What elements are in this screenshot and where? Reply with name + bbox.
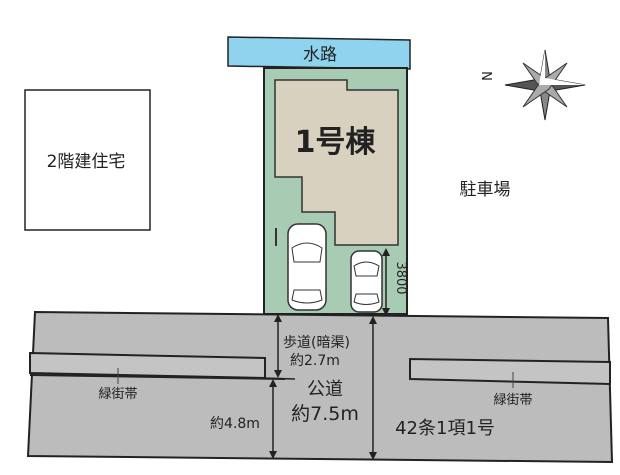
car-icon [350,250,383,313]
building-label: 1号棟 [295,125,377,160]
dimension-3800: 3800 [382,248,408,316]
green-belt-right [409,357,611,386]
road-dimension [369,316,377,460]
green-belt-left [29,351,266,380]
svg-text:3800: 3800 [393,261,408,294]
compass-north-label: N [481,71,496,81]
sidewalk-dimension [261,314,296,380]
green-belt-right-label: 緑街帯 [493,393,532,408]
road-class: 42条1項1号 [395,418,495,439]
water-channel-label: 水路 [303,45,337,65]
public-road [26,310,614,464]
water-channel [227,36,411,70]
building-1 [274,79,399,246]
sidewalk-label: 歩道(暗渠) [283,335,350,351]
lane-width: 約4.8m [210,416,260,432]
car-icon [287,223,327,311]
parking-lot-label: 駐車場 [460,180,511,200]
green-belt-left-label: 緑街帯 [98,387,137,402]
road-label: 公道 [307,379,343,400]
sidewalk-width: 約2.7m [290,353,340,369]
neighbor-house-label: 2階建住宅 [47,152,126,172]
compass-icon [504,49,586,121]
neighbor-house [24,89,151,231]
road-width: 約7.5m [291,403,359,425]
lane-dimension [269,379,277,459]
